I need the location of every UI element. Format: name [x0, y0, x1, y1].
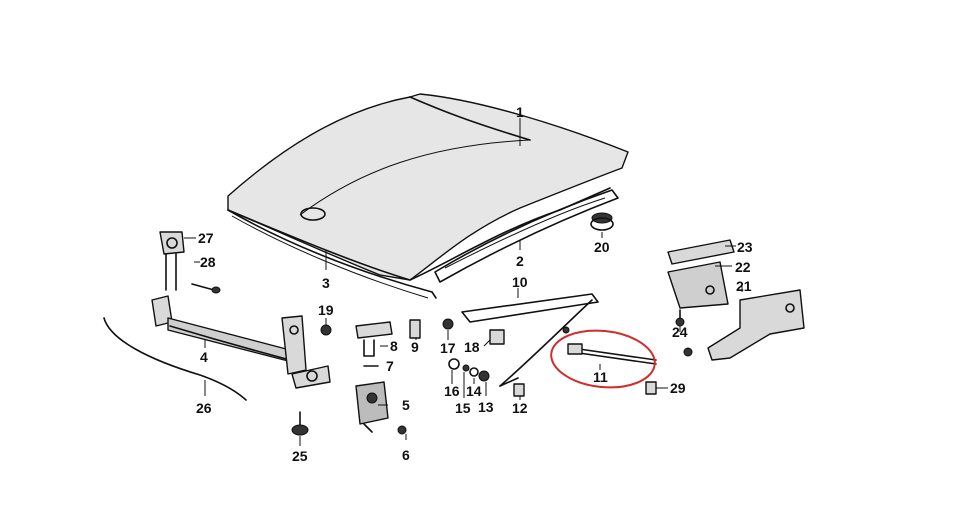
release-cable	[103, 317, 247, 401]
callout-12: 12	[512, 400, 528, 416]
rubber-buffer	[590, 212, 614, 231]
hood-hinge	[151, 295, 331, 389]
callout-1: 1	[516, 104, 524, 120]
callout-4: 4	[200, 349, 208, 365]
washer-14	[469, 367, 479, 377]
callout-24: 24	[672, 324, 688, 340]
callout-26: 26	[196, 400, 212, 416]
bolt-9	[409, 319, 421, 339]
gas-strut	[562, 326, 657, 365]
callout-11: 11	[593, 369, 608, 385]
leader-lines	[184, 118, 743, 446]
callout-20: 20	[594, 239, 610, 255]
clip-17	[442, 318, 454, 330]
callout-9: 9	[411, 339, 419, 355]
grommet-25	[291, 411, 309, 436]
washer-15	[462, 364, 470, 372]
hood-inner-frame	[434, 189, 619, 283]
callout-14: 14	[466, 383, 482, 399]
callout-labels: 1 2 3 4 5 6 7 8 9 10 11 12 13 14 15 16 1…	[196, 104, 753, 464]
callout-10: 10	[512, 274, 528, 290]
highlight-circle	[550, 329, 656, 389]
callout-7: 7	[386, 358, 394, 374]
callout-19: 19	[318, 302, 334, 318]
callout-2: 2	[516, 253, 524, 269]
hood-panel	[227, 93, 629, 281]
callout-15: 15	[455, 400, 471, 416]
callout-13: 13	[478, 399, 494, 415]
washer-16	[448, 358, 460, 370]
nut-13	[478, 370, 490, 382]
callout-22: 22	[735, 259, 751, 275]
callout-29: 29	[670, 380, 686, 396]
callout-25: 25	[292, 448, 308, 464]
hood-lock	[355, 381, 389, 433]
callout-3: 3	[322, 275, 330, 291]
bushing-18	[489, 329, 505, 345]
callout-17: 17	[440, 340, 456, 356]
callout-6: 6	[402, 447, 410, 463]
screw-6	[397, 425, 407, 435]
callout-8: 8	[390, 338, 398, 354]
callout-23: 23	[737, 239, 753, 255]
callout-5: 5	[402, 397, 410, 413]
seal-strip	[227, 209, 437, 299]
right-hinge	[667, 239, 805, 361]
support-rod	[461, 293, 599, 387]
clip-29	[645, 381, 657, 395]
callout-18: 18	[464, 339, 480, 355]
clip-12	[513, 383, 525, 397]
hinge-bracket	[159, 231, 221, 294]
callout-21: 21	[736, 278, 752, 294]
callout-28: 28	[200, 254, 216, 270]
callout-27: 27	[198, 230, 214, 246]
nut-19	[320, 324, 332, 336]
callout-16: 16	[444, 383, 460, 399]
